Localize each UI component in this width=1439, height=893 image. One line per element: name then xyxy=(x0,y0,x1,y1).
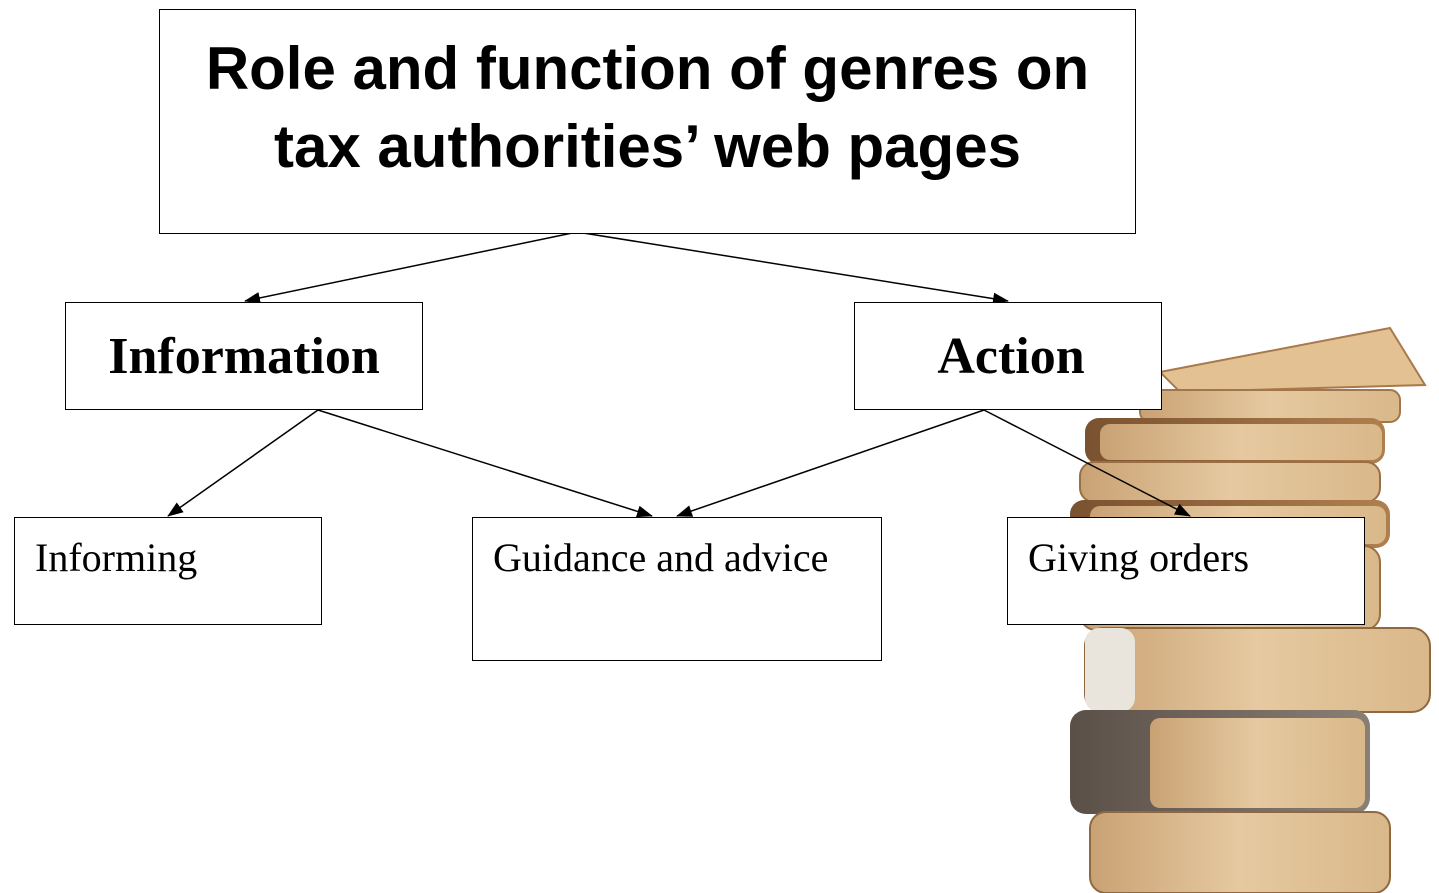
node-giving-orders-label: Giving orders xyxy=(1028,535,1250,580)
node-informing: Informing xyxy=(14,517,322,625)
node-action-label: Action xyxy=(937,327,1085,385)
node-action: Action xyxy=(854,302,1162,410)
node-information-label: Information xyxy=(108,327,380,385)
diagram-title: Role and function of genres on tax autho… xyxy=(205,35,1090,180)
node-guidance-label: Guidance and advice xyxy=(493,535,829,580)
node-informing-label: Informing xyxy=(35,535,198,580)
node-guidance-advice: Guidance and advice xyxy=(472,517,882,661)
node-information: Information xyxy=(65,302,423,410)
node-giving-orders: Giving orders xyxy=(1007,517,1365,625)
title-box: Role and function of genres on tax autho… xyxy=(159,9,1136,234)
